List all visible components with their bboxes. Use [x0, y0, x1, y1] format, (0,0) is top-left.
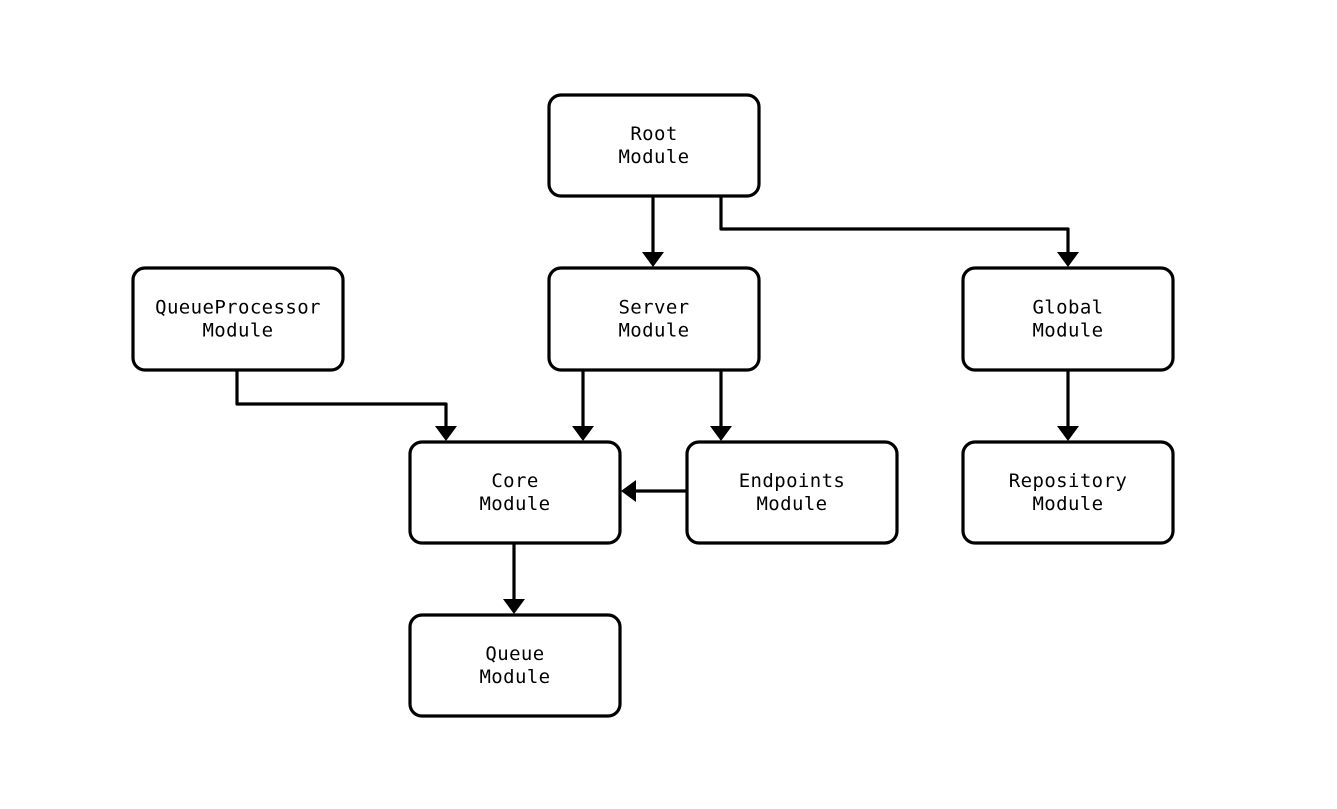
node-label-secondary: Module	[618, 146, 689, 168]
edge-endpoints-to-core	[621, 480, 687, 502]
arrowhead-icon	[1057, 252, 1079, 267]
arrowhead-icon	[621, 480, 636, 502]
node-label-primary: Endpoints	[739, 470, 846, 492]
edge-root-to-global	[719, 196, 1079, 267]
arrowhead-icon	[435, 426, 457, 441]
node-label-secondary: Module	[756, 493, 827, 515]
node-box[interactable]	[408, 613, 622, 718]
arrowhead-icon	[572, 426, 594, 441]
nodes-layer: RootModuleQueueProcessorModuleServerModu…	[131, 93, 1175, 718]
edge-server-to-core	[572, 370, 594, 441]
edge-line	[719, 196, 1070, 256]
node-label-secondary: Module	[479, 493, 550, 515]
node-box[interactable]	[131, 266, 345, 372]
node-box[interactable]	[408, 440, 622, 545]
edge-root-to-server	[642, 196, 664, 267]
node-label-primary: Core	[491, 470, 538, 492]
node-box[interactable]	[547, 93, 761, 198]
node-label-secondary: Module	[1032, 493, 1103, 515]
node-label-primary: Global	[1032, 297, 1103, 319]
node-label-secondary: Module	[1032, 320, 1103, 342]
edge-line	[235, 370, 448, 430]
node-label-primary: Repository	[1009, 470, 1127, 492]
node-label-primary: QueueProcessor	[155, 297, 321, 319]
edge-server-to-endpoints	[710, 370, 732, 441]
edges-layer	[235, 196, 1079, 614]
node-label-secondary: Module	[618, 320, 689, 342]
edge-queueprocessor-to-core	[235, 370, 457, 441]
node-box[interactable]	[685, 440, 899, 545]
node-label-secondary: Module	[479, 666, 550, 688]
node-label-primary: Server	[618, 297, 689, 319]
edge-core-to-queue	[503, 543, 525, 614]
node-label-primary: Root	[630, 123, 677, 145]
node-box[interactable]	[547, 266, 761, 372]
arrowhead-icon	[503, 599, 525, 614]
node-label-primary: Queue	[485, 643, 544, 665]
node-label-secondary: Module	[202, 320, 273, 342]
edge-global-to-repository	[1057, 370, 1079, 441]
node-box[interactable]	[961, 266, 1175, 372]
node-box[interactable]	[961, 440, 1175, 545]
arrowhead-icon	[710, 426, 732, 441]
arrowhead-icon	[1057, 426, 1079, 441]
arrowhead-icon	[642, 252, 664, 267]
